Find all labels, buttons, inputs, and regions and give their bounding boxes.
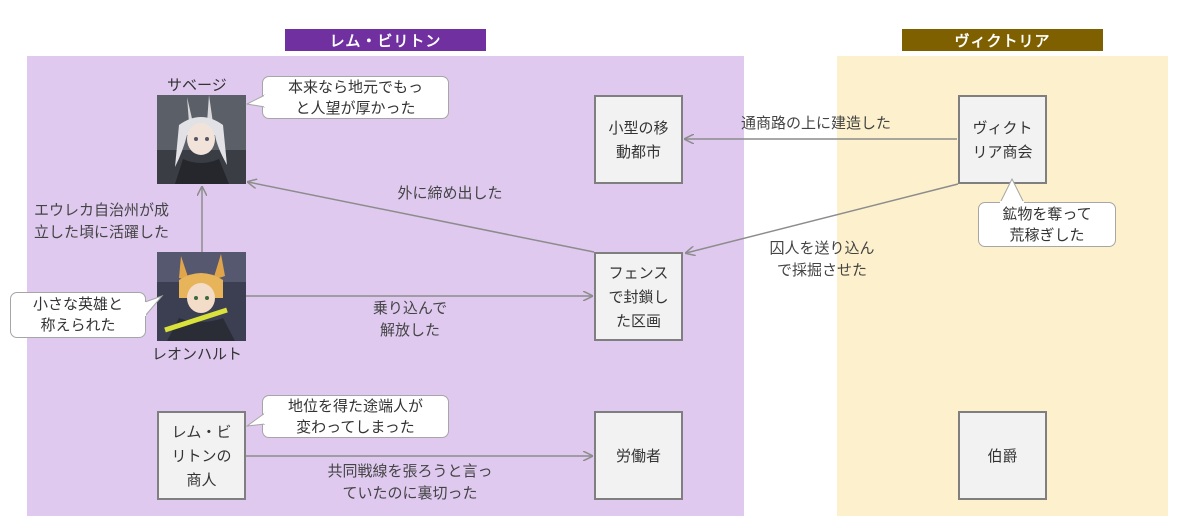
node-laborers: 労働者 — [594, 411, 683, 500]
name-leonhardt: レオンハルト — [152, 345, 243, 363]
node-fenced-block: フェンス で封鎖し た区画 — [594, 252, 683, 341]
edge-fence-to-savage — [248, 182, 595, 253]
region-title-victoria: ヴィクトリア — [902, 29, 1103, 51]
speech-bubble-savage: 本来なら地元でもっ と人望が厚かった — [262, 76, 449, 119]
portrait-leonhardt — [157, 252, 246, 341]
edge-label-betrayed: 共同戦線を張ろうと言っ ていたのに裏切った — [327, 462, 493, 502]
edge-label-eureka-era: エウレカ自治州が成 立した頃に活躍した — [34, 201, 170, 241]
edge-label-liberated: 乗り込んで 解放した — [372, 299, 448, 339]
node-small-mobile-city: 小型の移 動都市 — [594, 95, 683, 184]
edge-label-prisoners-mining: 囚人を送り込ん で採掘させた — [769, 239, 875, 279]
region-title-lem-biriton: レム・ビリトン — [285, 29, 486, 51]
node-lem-biriton-merchant: レム・ビ リトンの 商人 — [157, 411, 246, 500]
node-victoria-chamber-of-commerce: ヴィクト リア商会 — [958, 95, 1047, 184]
edge-chamber-to-fence — [686, 183, 959, 253]
speech-bubble-merchant: 地位を得た途端人が 変わってしまった — [262, 395, 449, 438]
edge-label-shut-out: 外に締め出した — [397, 184, 503, 202]
node-earl: 伯爵 — [958, 411, 1047, 500]
speech-bubble-leonhardt: 小さな英雄と 称えられた — [10, 292, 146, 338]
name-savage: サベージ — [167, 76, 227, 94]
edge-label-built-on-route: 通商路の上に建造した — [740, 114, 891, 132]
portrait-savage — [157, 95, 246, 184]
speech-bubble-victoria-chamber: 鉱物を奪って 荒稼ぎした — [978, 202, 1116, 247]
